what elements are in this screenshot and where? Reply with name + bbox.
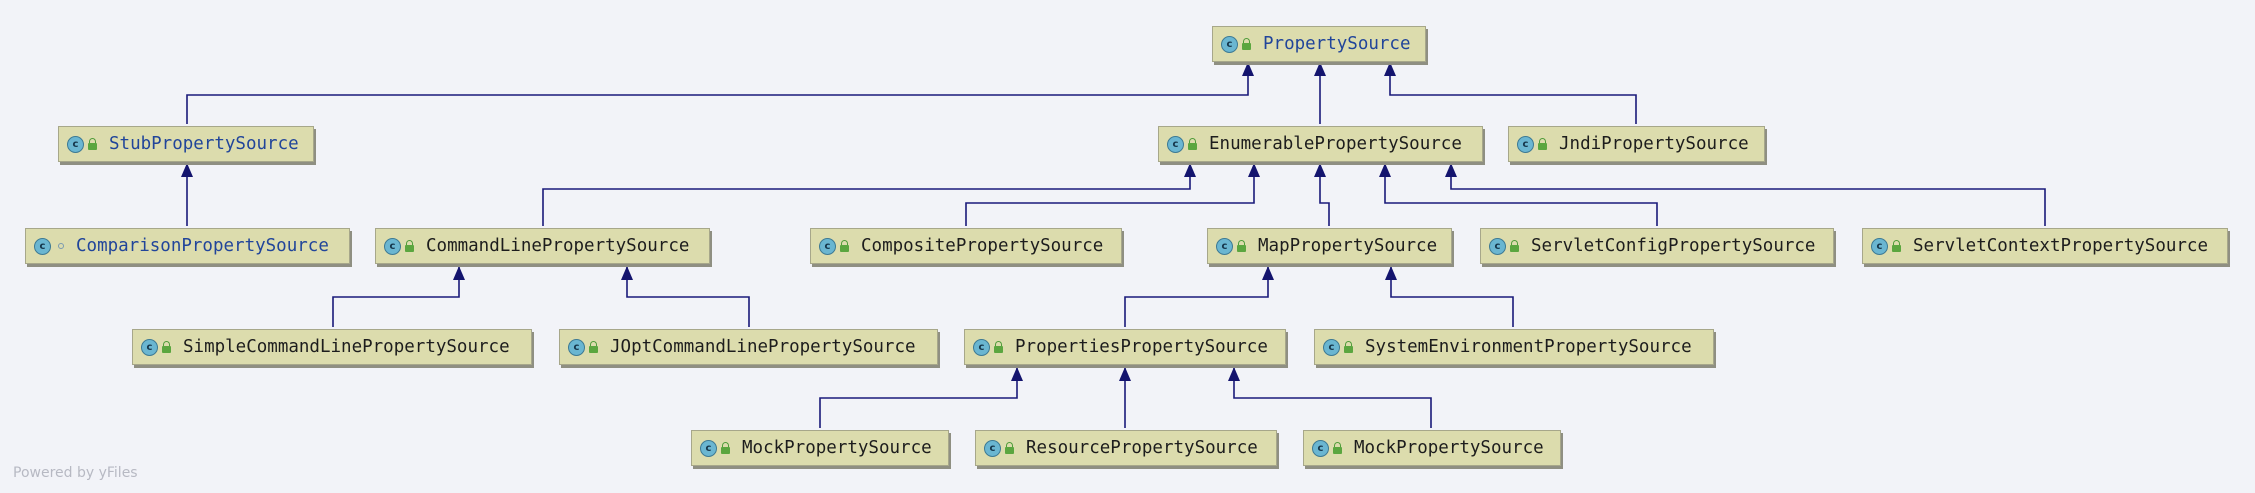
class-icon: c bbox=[1216, 237, 1233, 255]
edge-simplecl-to-commandline bbox=[332, 266, 460, 327]
class-icon: c bbox=[141, 338, 158, 356]
node-simple-command-line-property-source[interactable]: c SimpleCommandLinePropertySource bbox=[132, 329, 532, 365]
class-icon: c bbox=[819, 237, 836, 255]
node-label: ServletConfigPropertySource bbox=[1531, 236, 1816, 256]
edge-servletconfig-to-enumerable bbox=[1384, 163, 1658, 226]
node-label: CompositePropertySource bbox=[861, 236, 1104, 256]
edge-composite-to-enumerable bbox=[965, 163, 1255, 226]
node-label: ResourcePropertySource bbox=[1026, 438, 1258, 458]
node-label: StubPropertySource bbox=[109, 134, 299, 154]
public-lock-icon bbox=[1510, 240, 1519, 252]
class-icon: c bbox=[384, 237, 401, 255]
edge-mock1-to-properties bbox=[819, 367, 1018, 428]
class-icon: c bbox=[1489, 237, 1506, 255]
node-label: ComparisonPropertySource bbox=[76, 236, 329, 256]
class-icon: c bbox=[67, 135, 84, 153]
node-label: EnumerablePropertySource bbox=[1209, 134, 1462, 154]
public-lock-icon bbox=[1892, 240, 1901, 252]
class-icon: c bbox=[700, 439, 717, 457]
node-servlet-config-property-source[interactable]: c ServletConfigPropertySource bbox=[1480, 228, 1834, 264]
node-label: CommandLinePropertySource bbox=[426, 236, 690, 256]
class-icon: c bbox=[1871, 237, 1888, 255]
edge-map-to-enumerable bbox=[1319, 163, 1330, 226]
public-lock-icon bbox=[405, 240, 414, 252]
class-icon: c bbox=[568, 338, 585, 356]
edge-mock2-to-properties bbox=[1233, 367, 1432, 428]
public-lock-icon bbox=[589, 341, 598, 353]
public-lock-icon bbox=[162, 341, 171, 353]
node-map-property-source[interactable]: c MapPropertySource bbox=[1207, 228, 1452, 264]
class-icon: c bbox=[1323, 338, 1340, 356]
node-properties-property-source[interactable]: c PropertiesPropertySource bbox=[964, 329, 1286, 365]
class-icon: c bbox=[1221, 35, 1238, 53]
node-system-environment-property-source[interactable]: c SystemEnvironmentPropertySource bbox=[1314, 329, 1714, 365]
node-property-source[interactable]: c PropertySource bbox=[1212, 26, 1426, 62]
edge-jopt-to-commandline bbox=[626, 266, 750, 327]
class-icon: c bbox=[1167, 135, 1184, 153]
class-icon: c bbox=[1312, 439, 1329, 457]
class-icon: c bbox=[973, 338, 990, 356]
public-lock-icon bbox=[1344, 341, 1353, 353]
public-lock-icon bbox=[1538, 138, 1547, 150]
edge-commandline-to-enumerable bbox=[542, 163, 1191, 226]
class-icon: c bbox=[34, 237, 51, 255]
node-label: JOptCommandLinePropertySource bbox=[610, 337, 916, 357]
edge-properties-to-map bbox=[1124, 266, 1269, 327]
node-comparison-property-source[interactable]: c ComparisonPropertySource bbox=[25, 228, 350, 264]
class-icon: c bbox=[984, 439, 1001, 457]
node-label: SimpleCommandLinePropertySource bbox=[183, 337, 510, 357]
public-lock-icon bbox=[994, 341, 1003, 353]
edge-jndi-to-propertysource bbox=[1389, 62, 1637, 124]
node-servlet-context-property-source[interactable]: c ServletContextPropertySource bbox=[1862, 228, 2228, 264]
node-label: PropertiesPropertySource bbox=[1015, 337, 1268, 357]
node-jndi-property-source[interactable]: c JndiPropertySource bbox=[1508, 126, 1765, 162]
node-mock-property-source-2[interactable]: c MockPropertySource bbox=[1303, 430, 1561, 466]
public-lock-icon bbox=[88, 138, 97, 150]
powered-by-footer: Powered by yFiles bbox=[13, 465, 138, 481]
node-stub-property-source[interactable]: c StubPropertySource bbox=[58, 126, 314, 162]
public-lock-icon bbox=[1333, 442, 1342, 454]
node-label: JndiPropertySource bbox=[1559, 134, 1749, 154]
node-enumerable-property-source[interactable]: c EnumerablePropertySource bbox=[1158, 126, 1483, 162]
node-label: SystemEnvironmentPropertySource bbox=[1365, 337, 1692, 357]
node-label: MockPropertySource bbox=[742, 438, 932, 458]
public-lock-icon bbox=[1188, 138, 1197, 150]
node-mock-property-source-1[interactable]: c MockPropertySource bbox=[691, 430, 949, 466]
edge-stub-to-propertysource bbox=[186, 62, 1249, 124]
node-label: MapPropertySource bbox=[1258, 236, 1438, 256]
node-label: MockPropertySource bbox=[1354, 438, 1544, 458]
package-private-icon bbox=[58, 243, 64, 249]
public-lock-icon bbox=[1237, 240, 1246, 252]
public-lock-icon bbox=[840, 240, 849, 252]
node-label: PropertySource bbox=[1263, 34, 1411, 54]
public-lock-icon bbox=[721, 442, 730, 454]
class-icon: c bbox=[1517, 135, 1534, 153]
node-command-line-property-source[interactable]: c CommandLinePropertySource bbox=[375, 228, 710, 264]
edge-sysenv-to-map bbox=[1390, 266, 1514, 327]
public-lock-icon bbox=[1242, 38, 1251, 50]
node-resource-property-source[interactable]: c ResourcePropertySource bbox=[975, 430, 1277, 466]
node-composite-property-source[interactable]: c CompositePropertySource bbox=[810, 228, 1122, 264]
node-jopt-command-line-property-source[interactable]: c JOptCommandLinePropertySource bbox=[559, 329, 938, 365]
edge-servletcontext-to-enumerable bbox=[1450, 163, 2046, 226]
arrowheads bbox=[181, 62, 1457, 381]
public-lock-icon bbox=[1005, 442, 1014, 454]
node-label: ServletContextPropertySource bbox=[1913, 236, 2209, 256]
